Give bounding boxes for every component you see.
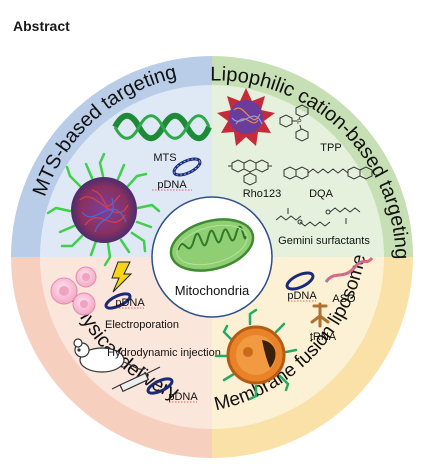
mouse-icon bbox=[73, 338, 147, 373]
aso-strand-icon bbox=[324, 256, 374, 283]
gemini-structure-icon bbox=[275, 207, 361, 227]
fusion-liposome-icon bbox=[214, 308, 298, 401]
mts-helix-icon bbox=[112, 112, 212, 142]
nanoparticle-cation-icon bbox=[217, 88, 275, 146]
plasmid-icon bbox=[285, 271, 315, 291]
plasmid-icon bbox=[172, 157, 202, 177]
center-label: Mitochondria bbox=[175, 283, 250, 298]
electroporation-label: Electroporation bbox=[105, 319, 179, 331]
syringe-icon bbox=[111, 366, 161, 393]
tpp-structure-icon: P bbox=[279, 104, 309, 142]
gemini-label: Gemini surfactants bbox=[278, 235, 370, 247]
mitochondrion-center bbox=[151, 196, 273, 318]
physical-pdna-label: pDNA bbox=[115, 297, 145, 309]
mts-pdna-label: pDNA bbox=[157, 179, 187, 191]
trna-icon bbox=[310, 302, 330, 328]
mts-label: MTS bbox=[153, 152, 176, 164]
trna-label: tRNA bbox=[310, 331, 337, 343]
page-heading: Abstract bbox=[13, 18, 70, 34]
tpp-label: TPP bbox=[320, 142, 341, 154]
lightning-icon bbox=[111, 261, 133, 293]
rho123-structure-icon bbox=[228, 159, 272, 186]
hydrodynamic-label: Hydrodynamic injection bbox=[107, 347, 221, 359]
svg-text:P: P bbox=[297, 119, 302, 126]
cells-icon bbox=[50, 266, 97, 316]
plasmid-icon bbox=[146, 377, 174, 395]
nanoparticle-mts-icon bbox=[46, 152, 161, 267]
dqa-structure-icon bbox=[283, 166, 373, 180]
dqa-label: DQA bbox=[309, 188, 334, 200]
aso-label: ASO bbox=[332, 293, 356, 305]
rho123-label: Rho123 bbox=[243, 188, 282, 200]
membrane-pdna-label: pDNA bbox=[287, 290, 317, 302]
physical-pdna2-label: pDNA bbox=[168, 391, 198, 403]
plasmid-icon bbox=[104, 292, 132, 310]
